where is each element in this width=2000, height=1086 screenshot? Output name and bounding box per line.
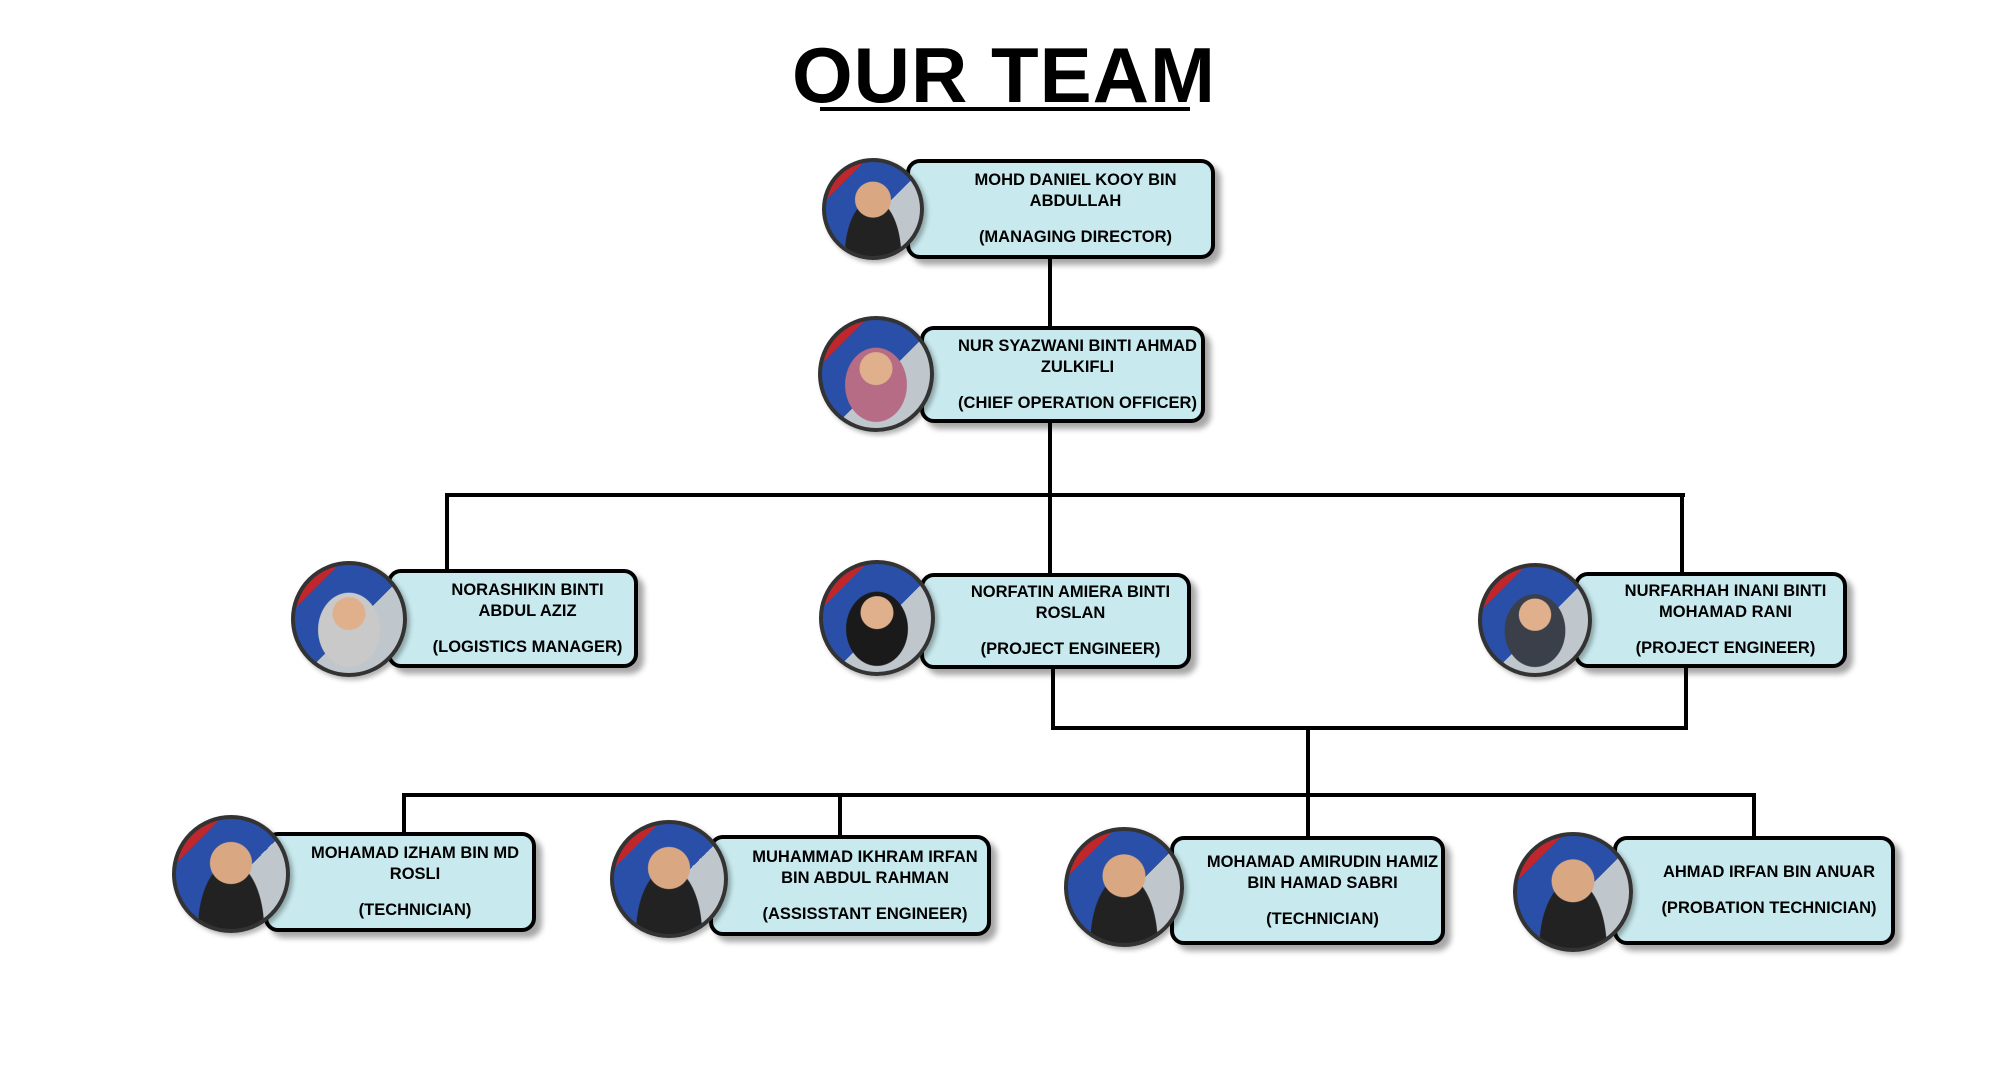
member-card: NURFARHAH INANI BINTI MOHAMAD RANI (PROJE… (1574, 572, 1847, 668)
member-photo (1064, 827, 1184, 947)
member-card: NUR SYAZWANI BINTI AHMAD ZULKIFLI (CHIEF … (920, 326, 1205, 423)
connector (1048, 259, 1052, 327)
member-photo (1478, 563, 1592, 677)
connector (402, 793, 406, 835)
member-photo (1513, 832, 1633, 952)
member-name: NURFARHAH INANI BINTI MOHAMAD RANI (1624, 582, 1827, 621)
member-photo (291, 561, 407, 677)
member-role: (LOGISTICS MANAGER) (432, 637, 623, 656)
member-name: AHMAD IRFAN BIN ANUAR (1662, 863, 1876, 881)
member-photo (172, 815, 290, 933)
member-role: (PROBATION TECHNICIAN) (1661, 899, 1877, 917)
connector (1752, 793, 1756, 838)
member-role: (TECHNICIAN) (1266, 909, 1379, 928)
connector (445, 493, 449, 571)
member-name: NUR SYAZWANI BINTI AHMAD ZULKIFLI (958, 336, 1197, 376)
connector (1684, 667, 1688, 730)
member-card: MOHAMAD IZHAM BIN MD ROSLI (TECHNICIAN) (264, 832, 536, 932)
member-card: MUHAMMAD IKHRAM IRFAN BIN ABDUL RAHMAN (A… (709, 835, 991, 936)
member-role: (CHIEF OPERATION OFFICER) (958, 393, 1197, 412)
connector (1051, 667, 1055, 730)
connector (445, 493, 1685, 497)
member-name: NORASHIKIN BINTI ABDUL AZIZ (451, 580, 604, 620)
member-name: MOHD DANIEL KOOY BIN ABDULLAH (974, 171, 1177, 210)
member-name: MOHAMAD IZHAM BIN MD ROSLI (310, 844, 520, 883)
member-role: (PROJECT ENGINEER) (980, 640, 1161, 658)
member-photo (610, 820, 728, 938)
member-card: MOHD DANIEL KOOY BIN ABDULLAH (MANAGING D… (906, 159, 1215, 259)
connector (838, 793, 842, 837)
member-card: NORFATIN AMIERA BINTI ROSLAN (PROJECT ENG… (920, 573, 1191, 669)
member-role: (ASSISSTANT ENGINEER) (762, 904, 968, 923)
member-name: MUHAMMAD IKHRAM IRFAN BIN ABDUL RAHMAN (752, 847, 978, 887)
member-role: (TECHNICIAN) (358, 901, 472, 919)
member-photo (819, 560, 935, 676)
member-card: MOHAMAD AMIRUDIN HAMIZ BIN HAMAD SABRI (T… (1170, 836, 1445, 945)
member-role: (PROJECT ENGINEER) (1635, 639, 1816, 657)
connector (1306, 726, 1310, 838)
member-photo (822, 158, 924, 260)
member-card: AHMAD IRFAN BIN ANUAR (PROBATION TECHNICI… (1613, 836, 1895, 945)
member-name: NORFATIN AMIERA BINTI ROSLAN (970, 583, 1171, 622)
connector (1051, 726, 1688, 730)
title-underline (820, 107, 1190, 111)
member-card: NORASHIKIN BINTI ABDUL AZIZ (LOGISTICS MA… (387, 569, 638, 668)
connector (402, 793, 1756, 797)
member-role: (MANAGING DIRECTOR) (978, 228, 1173, 246)
connector (1680, 493, 1684, 573)
connector (1048, 423, 1052, 573)
member-name: MOHAMAD AMIRUDIN HAMIZ BIN HAMAD SABRI (1206, 852, 1439, 892)
member-photo (818, 316, 934, 432)
page-title: OUR TEAM (792, 31, 1216, 119)
